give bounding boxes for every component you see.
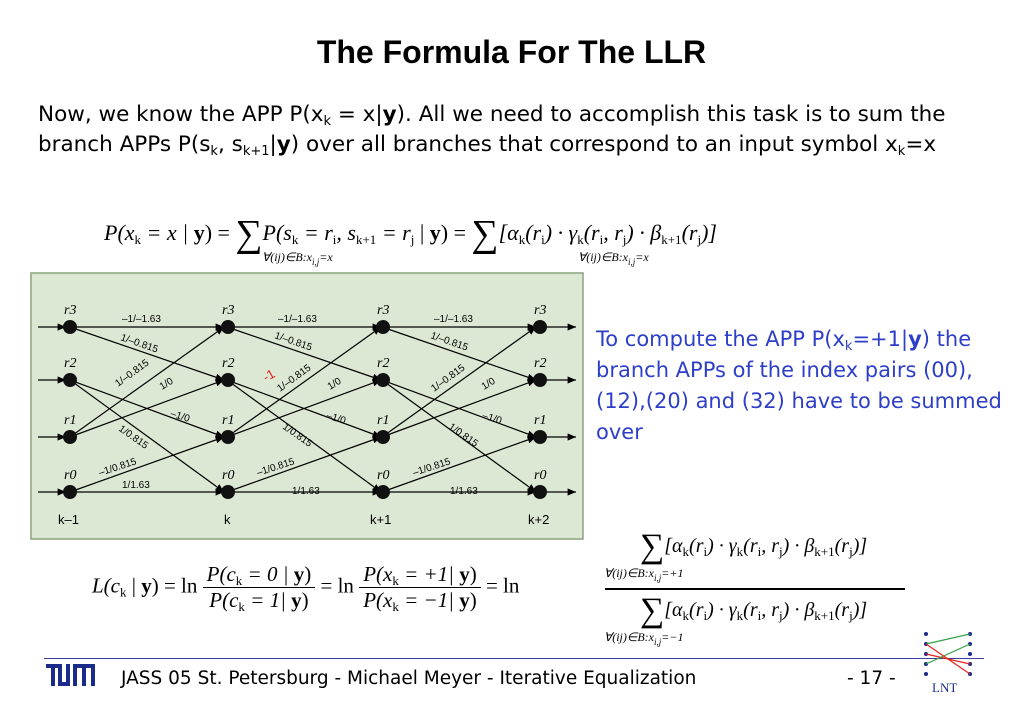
- page-number: - 17 -: [847, 668, 896, 689]
- branch-label: 1/1.63: [122, 480, 150, 491]
- node: [376, 373, 390, 387]
- fraction-x: P(xk = +1| y) P(xk = −1| y): [359, 562, 481, 613]
- node: [376, 430, 390, 444]
- time-label: k+2: [528, 512, 549, 527]
- state-label: r3: [377, 303, 389, 318]
- trellis-background: [30, 272, 584, 540]
- sum-index-1: ∀(ij)∈B:xi,j=x: [262, 250, 333, 267]
- sum-denominator: ∑[αk(ri) · γk(ri, rj) · βk+1(rj)]: [640, 592, 868, 629]
- node: [533, 430, 547, 444]
- slide-title: The Formula For The LLR: [316, 34, 707, 70]
- big-fraction-bar: [605, 588, 905, 590]
- sum-index-top: ∀(ij)∈B:xi,j=+1: [604, 566, 684, 583]
- node: [376, 485, 390, 499]
- state-label: r0: [377, 468, 389, 483]
- state-label: r3: [222, 303, 234, 318]
- state-label: r2: [534, 356, 546, 371]
- branch-label: –1/–1.63: [278, 314, 317, 325]
- node: [63, 320, 77, 334]
- time-label: k+1: [370, 512, 391, 527]
- state-label: r0: [534, 468, 546, 483]
- sum-symbol: ∑: [235, 213, 263, 255]
- state-label: r1: [64, 413, 76, 428]
- time-label: k–1: [58, 512, 79, 527]
- state-label: r1: [222, 413, 234, 428]
- state-label: r0: [64, 468, 76, 483]
- llr-formula: L(ck | y) = ln P(ck = 0 | y) P(ck = 1| y…: [92, 562, 520, 614]
- node: [533, 373, 547, 387]
- trellis-diagram: r3 r2 r1 r0 r3 r2 r1 r0 r3 r2 r1 r0 r3 r…: [30, 272, 584, 540]
- blue-explanation: To compute the APP P(xk=+1|y) the branch…: [596, 327, 1002, 444]
- trellis-branches: [38, 323, 576, 496]
- sum-index-bottom: ∀(ij)∈B:xi,j=−1: [604, 630, 684, 647]
- lnt-logo-icon: LNT: [924, 632, 972, 695]
- sum-symbol: ∑: [471, 213, 499, 255]
- node: [221, 485, 235, 499]
- svg-text:LNT: LNT: [932, 680, 957, 695]
- node: [221, 320, 235, 334]
- sum-index-2: ∀(ij)∈B:xi,j=x: [578, 250, 649, 267]
- state-label: r0: [222, 468, 234, 483]
- state-label: r3: [64, 303, 76, 318]
- trellis-nodes: [63, 320, 547, 499]
- state-label: r1: [377, 413, 389, 428]
- footer-text: JASS 05 St. Petersburg - Michael Meyer -…: [121, 668, 697, 689]
- state-label: r2: [377, 356, 389, 371]
- footer-line: [44, 658, 984, 659]
- node: [63, 485, 77, 499]
- app-formula: P(xk = x | y) = ∑P(sk = ri, sk+1 = rj | …: [104, 213, 717, 255]
- branch-label: –1/–1.63: [434, 314, 473, 325]
- state-label: r1: [534, 413, 546, 428]
- node: [533, 485, 547, 499]
- time-label: k: [224, 512, 231, 527]
- sum-numerator: ∑[αk(ri) · γk(ri, rj) · βk+1(rj)]: [640, 528, 868, 565]
- state-label: r2: [64, 356, 76, 371]
- node: [63, 430, 77, 444]
- intro-paragraph: Now, we know the APP P(xk = x|y). All we…: [38, 102, 946, 159]
- node: [376, 320, 390, 334]
- node: [221, 373, 235, 387]
- branch-label: 1/1.63: [292, 486, 320, 497]
- state-label: r2: [222, 356, 234, 371]
- branch-label: –1/–1.63: [122, 314, 161, 325]
- tum-logo-icon: [46, 664, 95, 686]
- branch-label: 1/1.63: [450, 486, 478, 497]
- fraction-c: P(ck = 0 | y) P(ck = 1| y): [202, 562, 316, 613]
- node: [533, 320, 547, 334]
- node: [221, 430, 235, 444]
- state-label: r3: [534, 303, 546, 318]
- node: [63, 373, 77, 387]
